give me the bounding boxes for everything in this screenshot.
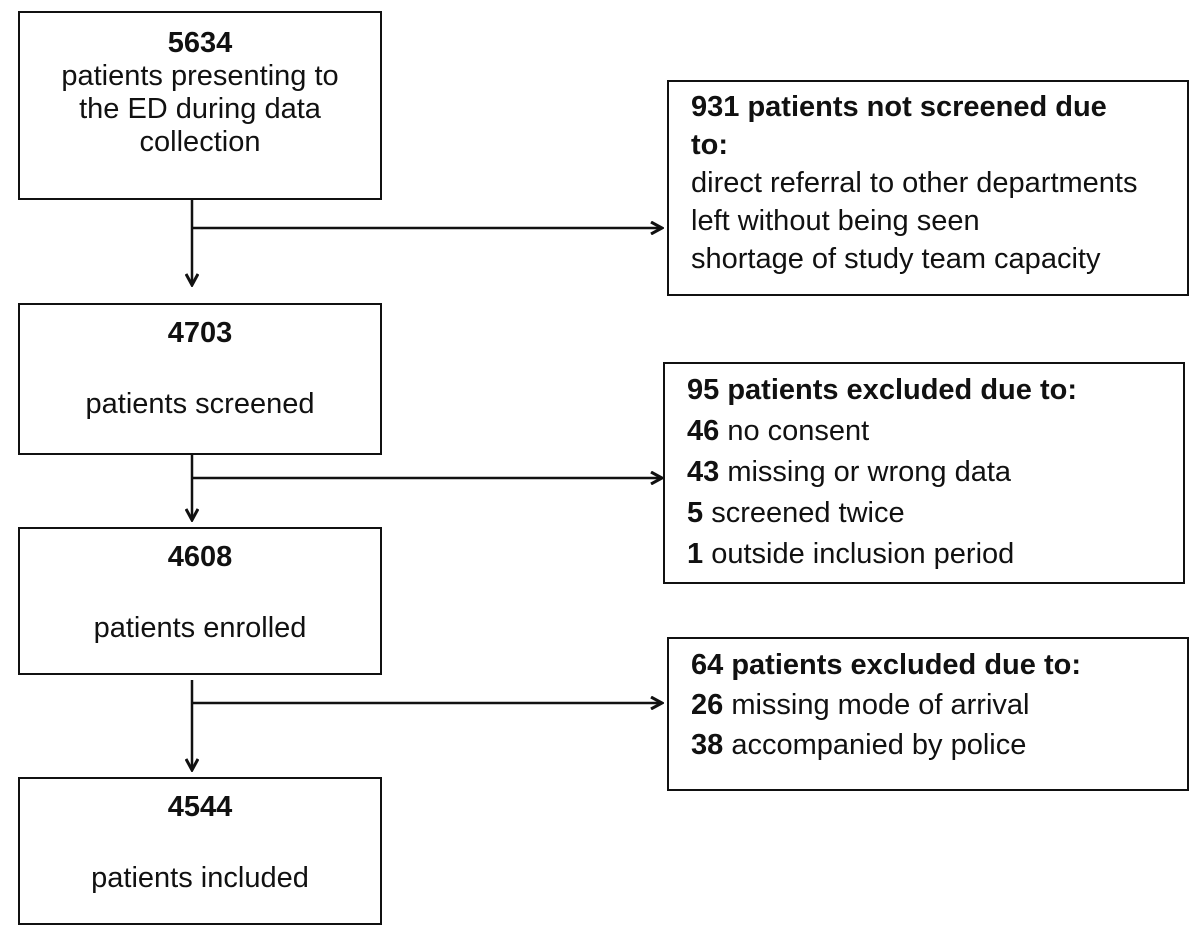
reason-text: missing mode of arrival [723, 689, 1030, 721]
reason-text: missing or wrong data [719, 456, 1012, 488]
reason-count: 5 [687, 497, 704, 529]
exclusion-not-screened: 931 patients not screened due to: direct… [667, 80, 1189, 296]
reason-outside-inclusion-period: 1 outside inclusion period [687, 534, 1183, 575]
node-included-number: 4544 [167, 791, 233, 823]
reason-left-without-being-seen: left without being seen [691, 205, 980, 237]
exclusion-excluded-screening-heading: 95 patients excluded due to: [687, 374, 1077, 406]
reason-text: screened twice [703, 497, 905, 529]
node-enrolled: 4608 patients enrolled [18, 527, 382, 675]
node-screened-number: 4703 [167, 317, 233, 349]
reason-no-consent: 46 no consent [687, 411, 1183, 452]
reason-direct-referral: direct referral to other departments [691, 167, 1138, 199]
node-presenting-text-line-3: collection [139, 126, 261, 158]
node-included: 4544 patients included [18, 777, 382, 925]
reason-text: outside inclusion period [703, 538, 1015, 570]
node-enrolled-number: 4608 [167, 541, 233, 573]
reason-text: no consent [719, 415, 870, 447]
exclusion-not-screened-heading-line-1: 931 patients not screened due [691, 91, 1107, 123]
node-presenting-number: 5634 [167, 27, 233, 59]
exclusion-excluded-screening: 95 patients excluded due to: 46 no conse… [663, 362, 1185, 584]
reason-shortage-of-capacity: shortage of study team capacity [691, 243, 1101, 275]
reason-accompanied-by-police: 38 accompanied by police [691, 725, 1187, 765]
node-enrolled-text: patients enrolled [93, 612, 307, 644]
reason-text: accompanied by police [723, 729, 1027, 761]
reason-screened-twice: 5 screened twice [687, 493, 1183, 534]
reason-count: 26 [691, 689, 724, 721]
reason-count: 1 [687, 538, 704, 570]
reason-missing-mode-of-arrival: 26 missing mode of arrival [691, 685, 1187, 725]
reason-count: 43 [687, 456, 720, 488]
exclusion-excluded-enrolled-heading: 64 patients excluded due to: [691, 649, 1081, 681]
node-presenting: 5634 patients presenting to the ED durin… [18, 11, 382, 200]
node-presenting-text-line-2: the ED during data [79, 93, 321, 125]
exclusion-not-screened-heading-line-2: to: [691, 129, 729, 161]
node-included-text: patients included [91, 862, 309, 894]
reason-missing-or-wrong-data: 43 missing or wrong data [687, 452, 1183, 493]
reason-count: 46 [687, 415, 720, 447]
exclusion-excluded-enrolled: 64 patients excluded due to: 26 missing … [667, 637, 1189, 791]
node-screened-text: patients screened [85, 388, 315, 420]
node-screened: 4703 patients screened [18, 303, 382, 455]
node-presenting-text-line-1: patients presenting to [61, 60, 339, 92]
reason-count: 38 [691, 729, 724, 761]
